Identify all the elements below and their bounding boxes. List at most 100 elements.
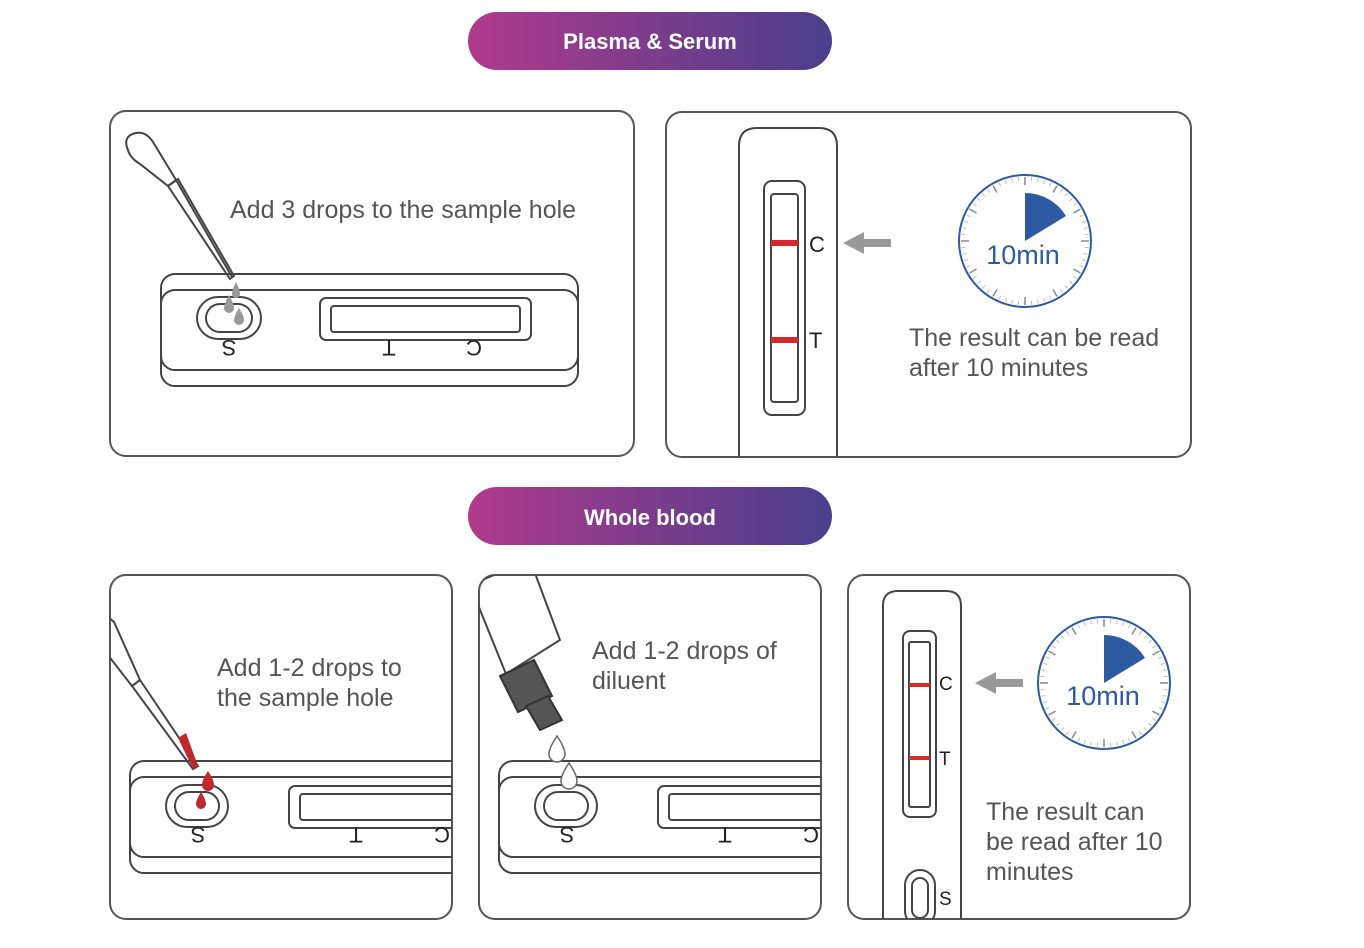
test-line	[909, 756, 930, 760]
timer-tick	[1051, 717, 1056, 722]
timer-tick	[1152, 650, 1160, 656]
timer-tick	[1073, 275, 1078, 280]
panel-whole-add-sample: S T C Add 1-2 drops to the sample hole	[109, 574, 453, 920]
panel-whole-read-result: C T S 10min The result can be read after…	[847, 574, 1191, 920]
timer-icon: 10min	[958, 174, 1092, 308]
timer-tick	[1065, 630, 1070, 635]
timer-tick	[986, 289, 991, 294]
timer-tick	[1127, 737, 1131, 742]
timer-icon: 10min	[1037, 616, 1171, 750]
timer-tick	[1042, 662, 1048, 665]
timer-tick	[1045, 656, 1050, 660]
timer-tick	[1060, 727, 1065, 731]
instruction-plasma-result-1: The result can be read	[909, 324, 1159, 352]
sample-label: S	[191, 822, 206, 847]
timer-tick	[1083, 739, 1086, 745]
timer-tick	[1052, 185, 1058, 193]
timer-tick	[1090, 620, 1093, 625]
timer-tick	[1077, 737, 1081, 742]
timer-tick	[1041, 694, 1046, 697]
timer-tick	[1048, 710, 1056, 716]
control-label: C	[939, 674, 953, 695]
instruction-whole-result-2: be read after 10	[986, 828, 1163, 856]
timer-tick	[998, 295, 1002, 300]
timer-tick	[1011, 178, 1014, 183]
timer-tick	[969, 268, 977, 274]
panel-whole-add-diluent: S T C Add 1-2 drops of diluent	[478, 574, 822, 920]
timer-tick	[1036, 299, 1039, 304]
cassette-closeup: C T	[738, 127, 838, 457]
instruction-plasma-result-2: after 10 minutes	[909, 354, 1088, 382]
timer-tick	[972, 275, 977, 280]
control-label: C	[434, 822, 450, 847]
timer-tick	[1083, 252, 1088, 255]
timer-tick	[1083, 227, 1088, 230]
timer-tick	[1077, 624, 1081, 629]
diluent-bottle-icon	[479, 575, 564, 732]
timer-tick	[1122, 739, 1125, 745]
timer-tick	[1143, 727, 1148, 731]
timer-tick	[1115, 741, 1118, 746]
timer-tick	[1090, 741, 1093, 746]
timer-tick	[1083, 621, 1086, 627]
timer-tick	[1152, 710, 1160, 716]
instruction-plasma-add: Add 3 drops to the sample hole	[230, 196, 576, 224]
timer-tick	[981, 285, 986, 289]
timer-tick	[969, 208, 977, 214]
timer-tick	[1115, 620, 1118, 625]
timer-tick	[962, 252, 967, 255]
timer-label: 10min	[986, 240, 1060, 270]
control-label: C	[809, 232, 825, 257]
timer-tick	[1162, 669, 1167, 672]
timer-tick	[1043, 297, 1046, 303]
instruction-whole-add-1: Add 1-2 drops to	[217, 654, 402, 682]
banner-whole-blood-title: Whole blood	[584, 505, 716, 530]
instruction-whole-add-2: the sample hole	[217, 684, 394, 712]
arrow-left-icon	[843, 232, 891, 254]
test-label: T	[809, 328, 822, 353]
timer-tick	[1073, 268, 1081, 274]
timer-tick	[977, 197, 981, 202]
panel-plasma-read-result: C T 10min The result can be read after 1…	[665, 111, 1192, 458]
timer-tick	[1059, 289, 1064, 294]
timer-tick	[1131, 627, 1137, 635]
timer-tick	[1073, 208, 1081, 214]
timer-tick	[1162, 694, 1167, 697]
drop-icon	[548, 734, 578, 790]
timer-tick	[1042, 701, 1048, 704]
timer-tick	[1143, 635, 1148, 639]
timer-tick	[1148, 639, 1152, 644]
drop-icon	[196, 771, 214, 809]
timer-tick	[977, 280, 981, 285]
sample-label: S	[560, 822, 575, 847]
banner-plasma-serum-title: Plasma & Serum	[563, 29, 737, 54]
banner-whole-blood: Whole blood	[468, 487, 832, 545]
timer-tick	[1138, 630, 1143, 635]
timer-tick	[981, 193, 986, 197]
timer-tick	[1056, 639, 1060, 644]
dropper-icon	[125, 131, 236, 281]
instruction-whole-diluent-1: Add 1-2 drops of	[592, 637, 777, 665]
control-line	[771, 240, 798, 246]
timer-tick	[986, 188, 991, 193]
timer-tick	[1004, 179, 1007, 185]
test-label: T	[939, 749, 951, 770]
timer-tick	[1138, 731, 1143, 736]
sample-label: S	[222, 335, 237, 360]
panel-plasma-add-sample: S T C Add 3 drops to the sample hole	[109, 110, 635, 457]
timer-tick	[1056, 722, 1060, 727]
cassette-closeup: C T S	[882, 590, 962, 919]
timer-tick	[1152, 717, 1157, 722]
sample-label: S	[939, 889, 952, 910]
timer-tick	[992, 185, 998, 193]
timer-tick	[1064, 193, 1069, 197]
timer-tick	[1045, 706, 1050, 710]
drop-icon	[224, 282, 244, 325]
timer-tick	[963, 259, 969, 262]
timer-tick	[1071, 731, 1077, 739]
timer-tick	[1052, 289, 1058, 297]
instruction-whole-diluent-2: diluent	[592, 667, 666, 695]
timer-tick	[962, 227, 967, 230]
timer-tick	[1069, 197, 1073, 202]
